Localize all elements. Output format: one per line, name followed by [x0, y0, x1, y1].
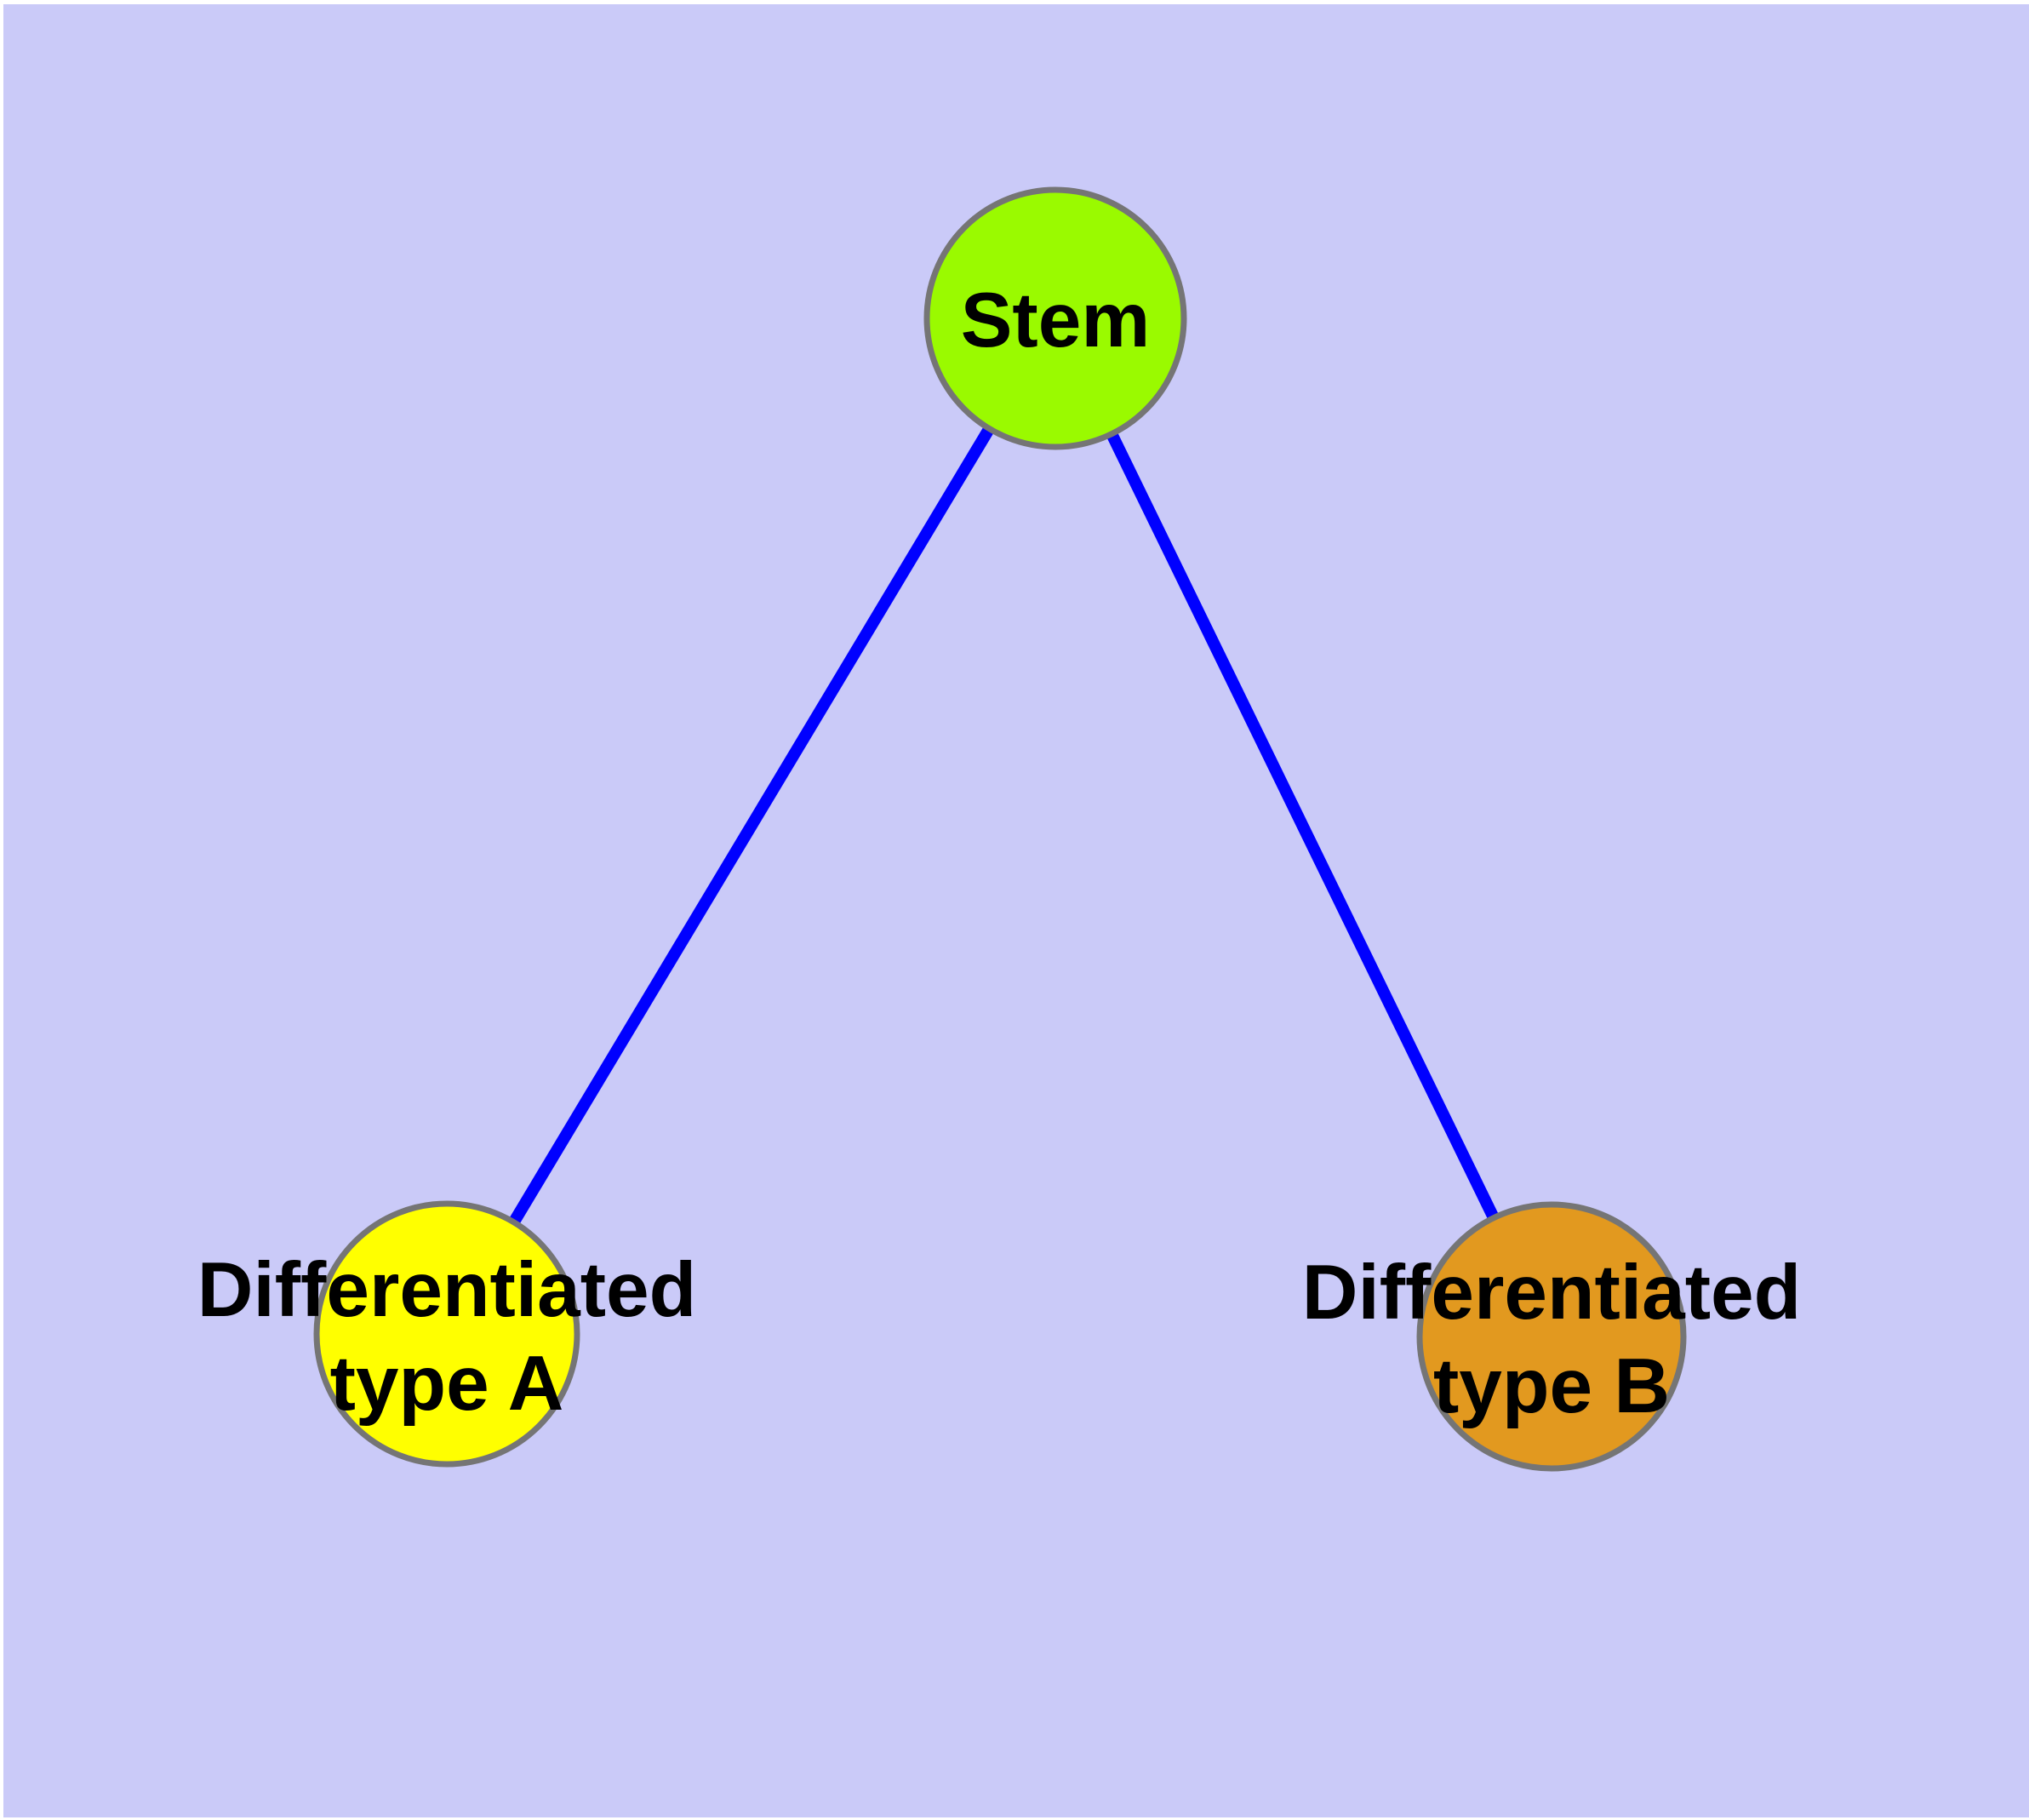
- node-differentiated-type-b: [1416, 1201, 1687, 1472]
- edge-stem-to-type-b: [1049, 315, 1557, 1340]
- node-type-b-label-line2: type B: [1433, 1343, 1670, 1429]
- edge-stem-to-type-a: [441, 315, 1061, 1337]
- node-type-a-label-line1: Differentiated: [197, 1247, 697, 1333]
- node-type-a-label-line2: type A: [330, 1341, 564, 1427]
- node-stem: [923, 186, 1187, 450]
- node-stem-label: Stem: [961, 278, 1151, 363]
- node-differentiated-type-a: [313, 1200, 580, 1468]
- node-type-b-label-line1: Differentiated: [1302, 1250, 1802, 1336]
